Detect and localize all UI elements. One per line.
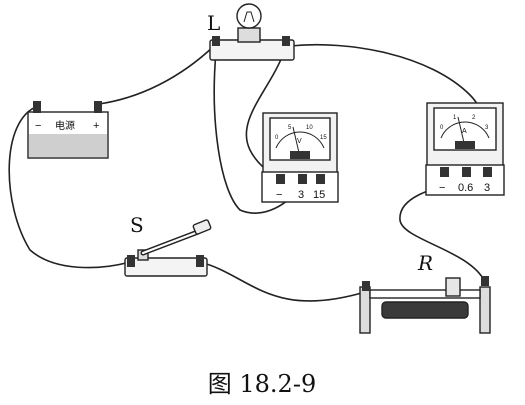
lamp-bulb-icon xyxy=(236,3,262,29)
ammeter-pivot xyxy=(455,141,475,149)
wire-switch-to-rheostat xyxy=(199,261,366,302)
battery-plus-label: + xyxy=(93,120,99,132)
battery-terminal-plus xyxy=(94,101,102,113)
wire-battery-to-switch xyxy=(8,105,131,269)
ammeter-terminal-minus xyxy=(440,167,449,177)
ammeter-scale-0: 0 xyxy=(440,125,444,131)
ammeter-terminal-3 xyxy=(483,167,492,177)
ammeter-terminal-06 xyxy=(462,167,471,177)
lamp-terminal-left xyxy=(212,36,220,46)
ammeter-scale-1: 1 xyxy=(453,115,457,121)
rheostat-slider xyxy=(445,277,461,297)
voltmeter-15-label: 15 xyxy=(313,189,325,201)
battery-label: 电源 xyxy=(55,119,75,132)
wires xyxy=(8,43,486,302)
ammeter-06-label: 0.6 xyxy=(458,182,473,194)
ammeter-scale-3: 3 xyxy=(485,125,489,131)
wire-battery-to-lamp xyxy=(98,45,215,105)
rheostat-coil xyxy=(381,301,469,319)
voltmeter-scale-0: 0 xyxy=(275,135,279,141)
battery-minus-label: − xyxy=(35,120,41,132)
lamp: L xyxy=(207,3,295,61)
ammeter: 0 1 2 3 A − 0.6 3 xyxy=(425,102,505,196)
voltmeter-scale-10: 10 xyxy=(306,125,313,131)
ammeter-minus-label: − xyxy=(439,182,445,194)
switch-blade-highlight xyxy=(141,230,200,255)
rheostat-top-rod xyxy=(369,289,481,299)
rheostat-terminal-left xyxy=(362,281,370,291)
switch-terminal-left xyxy=(127,255,135,267)
battery: − 电源 + xyxy=(27,101,109,159)
rheostat-terminal-right xyxy=(481,276,489,286)
switch-base xyxy=(124,257,208,277)
rheostat-label: R xyxy=(417,251,433,275)
switch-label: S xyxy=(130,213,144,237)
voltmeter-3-label: 3 xyxy=(298,189,304,201)
lamp-socket xyxy=(237,27,261,43)
voltmeter-terminal-minus xyxy=(276,174,285,184)
switch: S xyxy=(124,213,212,277)
rheostat-right-stand xyxy=(479,286,491,334)
voltmeter-terminal-3 xyxy=(298,174,307,184)
battery-terminal-minus xyxy=(33,101,41,113)
voltmeter-scale-5: 5 xyxy=(288,125,292,131)
battery-shading xyxy=(29,134,107,157)
lamp-filament-icon xyxy=(243,11,255,23)
figure-caption: 图 18.2-9 xyxy=(208,370,316,398)
ammeter-scale-2: 2 xyxy=(472,115,476,121)
ammeter-scale-arc xyxy=(440,121,490,139)
rheostat-left-stand xyxy=(359,286,371,334)
switch-handle xyxy=(192,219,212,235)
lamp-base xyxy=(209,39,295,61)
voltmeter-pivot xyxy=(290,151,310,159)
voltmeter-unit: V xyxy=(297,138,302,145)
lamp-terminal-right xyxy=(282,36,290,46)
ammeter-3-label: 3 xyxy=(484,182,490,194)
ammeter-unit: A xyxy=(462,128,467,135)
rheostat: R xyxy=(359,251,491,334)
lamp-label: L xyxy=(207,11,220,35)
voltmeter-scale-arc xyxy=(275,131,325,149)
voltmeter-scale-15: 15 xyxy=(320,135,327,141)
voltmeter: 0 5 10 15 V − 3 15 xyxy=(261,112,339,203)
voltmeter-terminal-15 xyxy=(316,174,325,184)
switch-terminal-right xyxy=(196,255,204,267)
voltmeter-minus-label: − xyxy=(276,189,282,201)
